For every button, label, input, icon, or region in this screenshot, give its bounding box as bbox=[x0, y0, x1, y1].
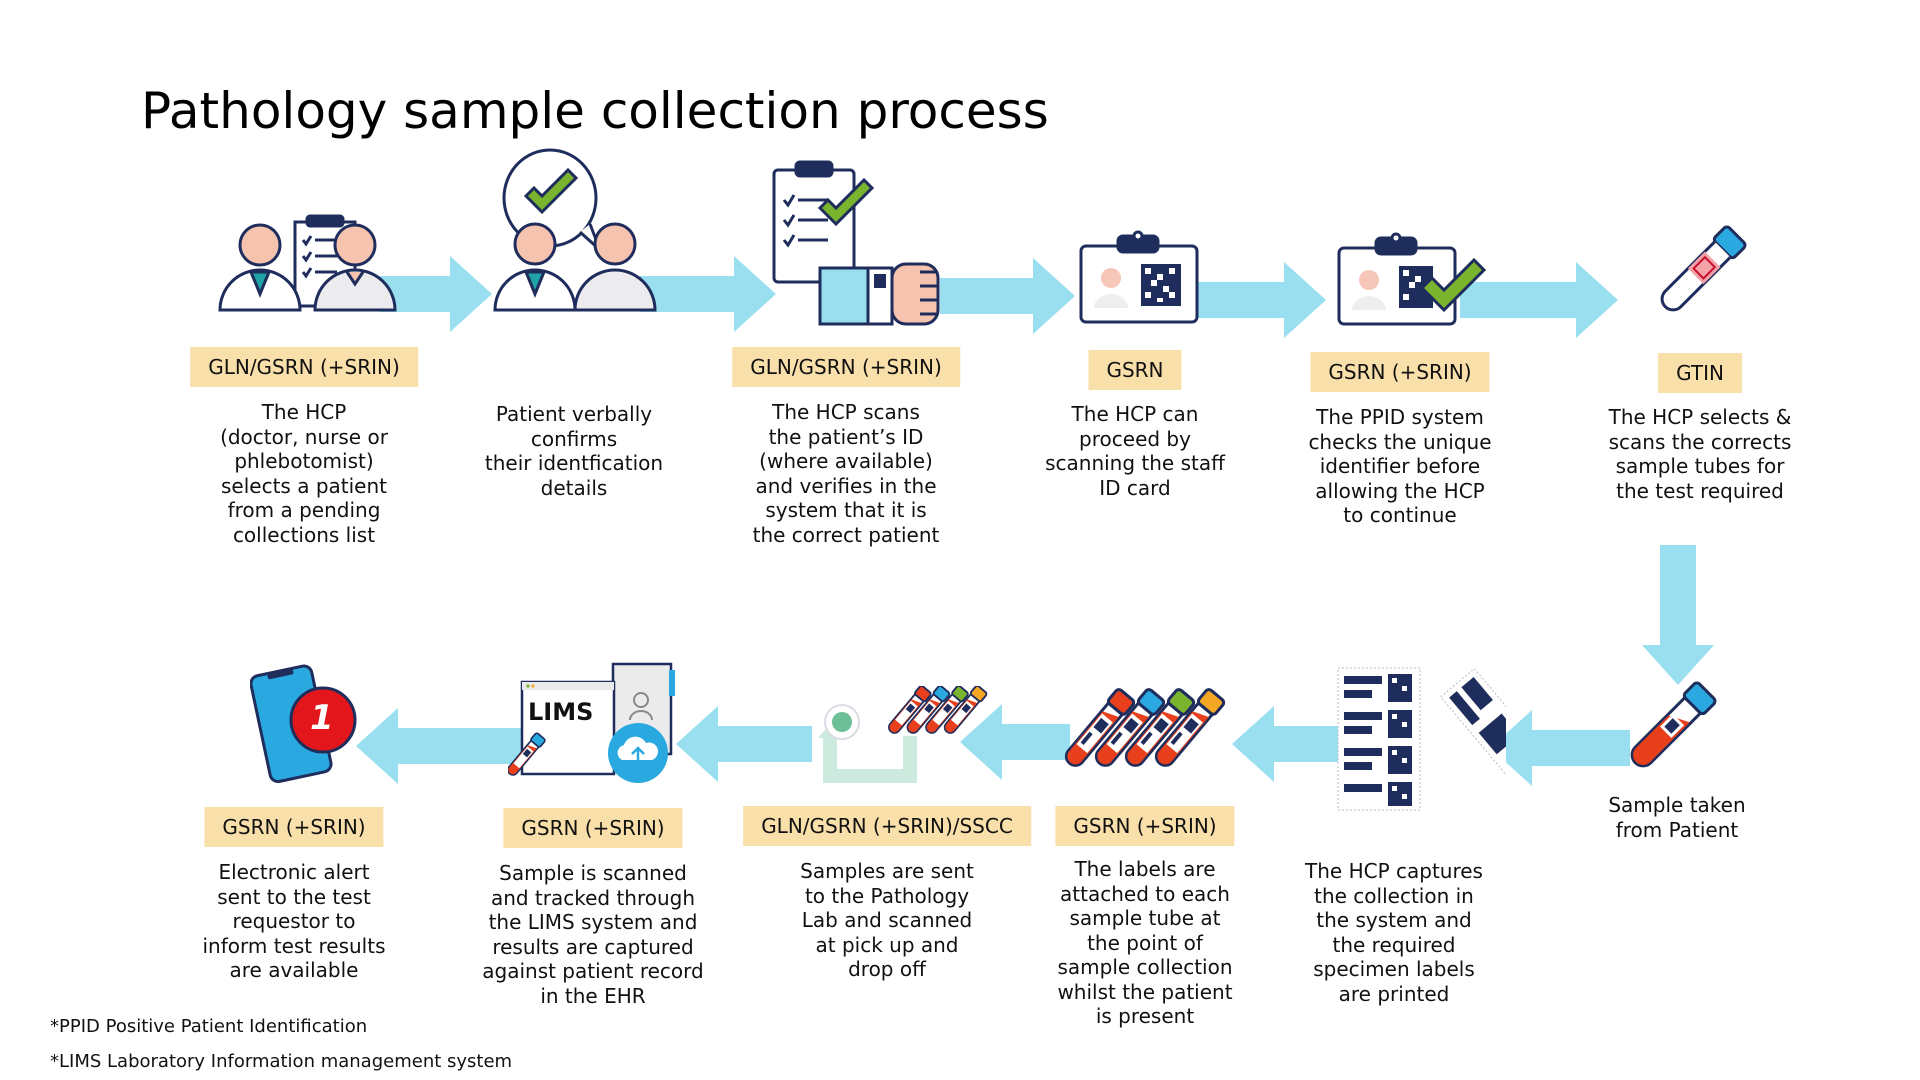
step-1-identifier-tag: GLN/GSRN (+SRIN) bbox=[190, 347, 418, 387]
lims-upload-icon: LIMS bbox=[508, 660, 688, 795]
flow-arrow-8-9 bbox=[1232, 706, 1342, 782]
step-9-identifier-tag: GSRN (+SRIN) bbox=[1055, 806, 1235, 846]
step-10-identifier-tag: GLN/GSRN (+SRIN)/SSCC bbox=[743, 806, 1031, 846]
clipboard-wristband-scan-icon bbox=[772, 160, 940, 326]
step-11-identifier-tag: GSRN (+SRIN) bbox=[503, 808, 683, 848]
step-3-description: The HCP scans the patient’s ID (where av… bbox=[752, 400, 940, 547]
footnote-ppid: *PPID Positive Patient Identification bbox=[50, 1016, 368, 1037]
flow-arrow-9-10 bbox=[960, 704, 1070, 780]
verbal-confirmation-icon bbox=[493, 148, 657, 312]
step-2-description: Patient verbally confirms their identfic… bbox=[484, 402, 664, 500]
flow-arrow-2-3 bbox=[640, 256, 776, 332]
blood-sample-tube-icon bbox=[1630, 681, 1717, 768]
step-12-description: Electronic alert sent to the test reques… bbox=[202, 860, 386, 982]
step-4-description: The HCP can proceed by scanning the staf… bbox=[1045, 402, 1225, 500]
step-8-description: The HCP captures the collection in the s… bbox=[1305, 859, 1483, 1006]
flow-arrow-10-11 bbox=[676, 706, 812, 782]
pickup-dropoff-icon bbox=[818, 686, 988, 783]
step-12-identifier-tag: GSRN (+SRIN) bbox=[204, 807, 384, 847]
step-7-description: Sample taken from Patient bbox=[1608, 793, 1746, 842]
step-5-description: The PPID system checks the unique identi… bbox=[1308, 405, 1492, 527]
step-11-description: Sample is scanned and tracked through th… bbox=[482, 861, 704, 1008]
step-9-description: The labels are attached to each sample t… bbox=[1057, 857, 1233, 1028]
flow-arrow-6-7 bbox=[1642, 545, 1714, 685]
lims-label: LIMS bbox=[528, 698, 594, 726]
step-3-identifier-tag: GLN/GSRN (+SRIN) bbox=[732, 347, 960, 387]
flow-arrow-11-12 bbox=[356, 708, 532, 784]
id-card-verified-icon bbox=[1337, 232, 1487, 326]
step-6-identifier-tag: GTIN bbox=[1658, 353, 1742, 393]
printed-labels-icon bbox=[1337, 667, 1506, 811]
sample-tube-scan-icon bbox=[1660, 225, 1747, 312]
alert-badge-count: 1 bbox=[310, 698, 334, 738]
flow-arrow-1-2 bbox=[380, 256, 492, 332]
flow-arrow-5-6 bbox=[1460, 262, 1618, 338]
step-6-description: The HCP selects & scans the corrects sam… bbox=[1608, 405, 1792, 503]
flow-arrow-3-4 bbox=[940, 258, 1075, 334]
flow-arrow-7-8 bbox=[1490, 710, 1630, 786]
hcp-patient-clipboard-icon bbox=[218, 214, 397, 312]
step-1-description: The HCP (doctor, nurse or phlebotomist) … bbox=[220, 400, 388, 547]
footnote-lims: *LIMS Laboratory Information management … bbox=[50, 1051, 513, 1072]
staff-id-card-icon bbox=[1079, 230, 1199, 324]
flow-arrow-4-5 bbox=[1198, 262, 1326, 338]
labelled-tubes-icon bbox=[1064, 688, 1226, 767]
step-10-description: Samples are sent to the Pathology Lab an… bbox=[800, 859, 974, 981]
phone-alert-icon: 1 bbox=[250, 664, 365, 784]
step-4-identifier-tag: GSRN bbox=[1088, 350, 1182, 390]
page-title: Pathology sample collection process bbox=[141, 82, 1049, 140]
step-5-identifier-tag: GSRN (+SRIN) bbox=[1310, 352, 1490, 392]
